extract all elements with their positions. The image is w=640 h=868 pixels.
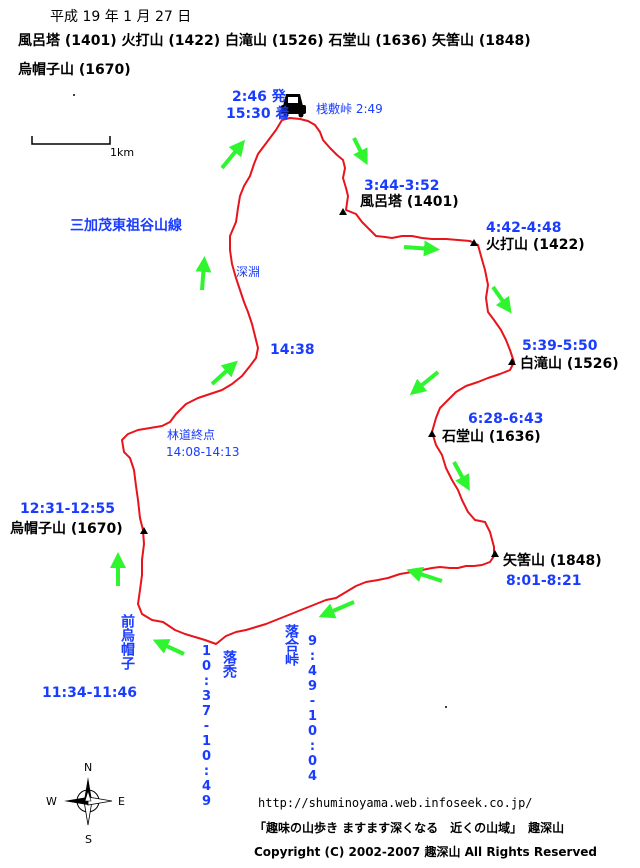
- ishido-label: 石堂山 (1636): [442, 429, 541, 445]
- shirataki-label: 白滝山 (1526): [520, 356, 619, 372]
- car-icon: [281, 94, 306, 118]
- yahazu-time-label: 8:01-8:21: [506, 573, 582, 589]
- road-label: 三加茂東祖谷山線: [70, 218, 182, 234]
- yahazu-label: 矢筈山 (1848): [503, 553, 602, 569]
- peaks-list-line2: 烏帽子山 (1670): [18, 62, 131, 78]
- compass-west: W: [46, 795, 57, 808]
- end-time-label: 15:30 着: [226, 106, 290, 122]
- copyright: Copyright (C) 2002-2007 趣深山 All Rights R…: [254, 845, 597, 859]
- scale-label: 1km: [110, 146, 135, 159]
- eboshi-label: 烏帽子山 (1670): [10, 521, 123, 537]
- ishido-time-label: 6:28-6:43: [468, 411, 544, 427]
- peaks-list-line1: 風呂塔 (1401) 火打山 (1422) 白滝山 (1526) 石堂山 (16…: [18, 33, 531, 49]
- fukabuchi-label: 深淵: [236, 265, 261, 279]
- site-url[interactable]: http://shuminoyama.web.infoseek.co.jp/: [258, 796, 533, 810]
- rindo-end-time-label: 14:08-14:13: [166, 445, 240, 459]
- site-tagline: 「趣味の山歩き ますます深くなる 近くの山域」 趣深山: [254, 821, 565, 835]
- trip-date: 平成 19 年 1 月 27 日: [50, 9, 192, 25]
- start-time-label: 2:46 発: [232, 89, 286, 105]
- summit-marker-icon: [140, 208, 516, 557]
- compass-north: N: [84, 761, 93, 774]
- ochikaburo-label: 落禿: [221, 650, 237, 678]
- compass-south: S: [85, 833, 92, 846]
- direction-arrow-icon: [110, 137, 512, 656]
- shirataki-time-label: 5:39-5:50: [522, 338, 598, 354]
- furoto-time-label: 3:44-3:52: [364, 178, 440, 194]
- scale-bar: [31, 136, 111, 145]
- eboshi-time-label: 12:31-12:55: [20, 501, 115, 517]
- hiuchi-label: 火打山 (1422): [486, 237, 585, 253]
- time-1438-label: 14:38: [270, 342, 315, 358]
- ochiai-time-label: 9:49-10:04: [305, 634, 320, 784]
- compass-east: E: [118, 795, 125, 808]
- rindo-end-label: 林道終点: [167, 428, 216, 442]
- maeeboshi-time-label: 11:34-11:46: [42, 685, 137, 701]
- maeeboshi-label: 前烏帽子: [119, 614, 135, 670]
- hiking-route: [121, 117, 515, 645]
- hiuchi-time-label: 4:42-4:48: [486, 220, 562, 236]
- ochikaburo-time-label: 10:37-10:49: [199, 644, 214, 809]
- furoto-label: 風呂塔 (1401): [360, 194, 459, 210]
- sajikitoge-label: 桟敷峠 2:49: [316, 102, 383, 116]
- ochiai-label: 落合峠: [283, 624, 299, 666]
- compass-rose-icon: [64, 777, 113, 826]
